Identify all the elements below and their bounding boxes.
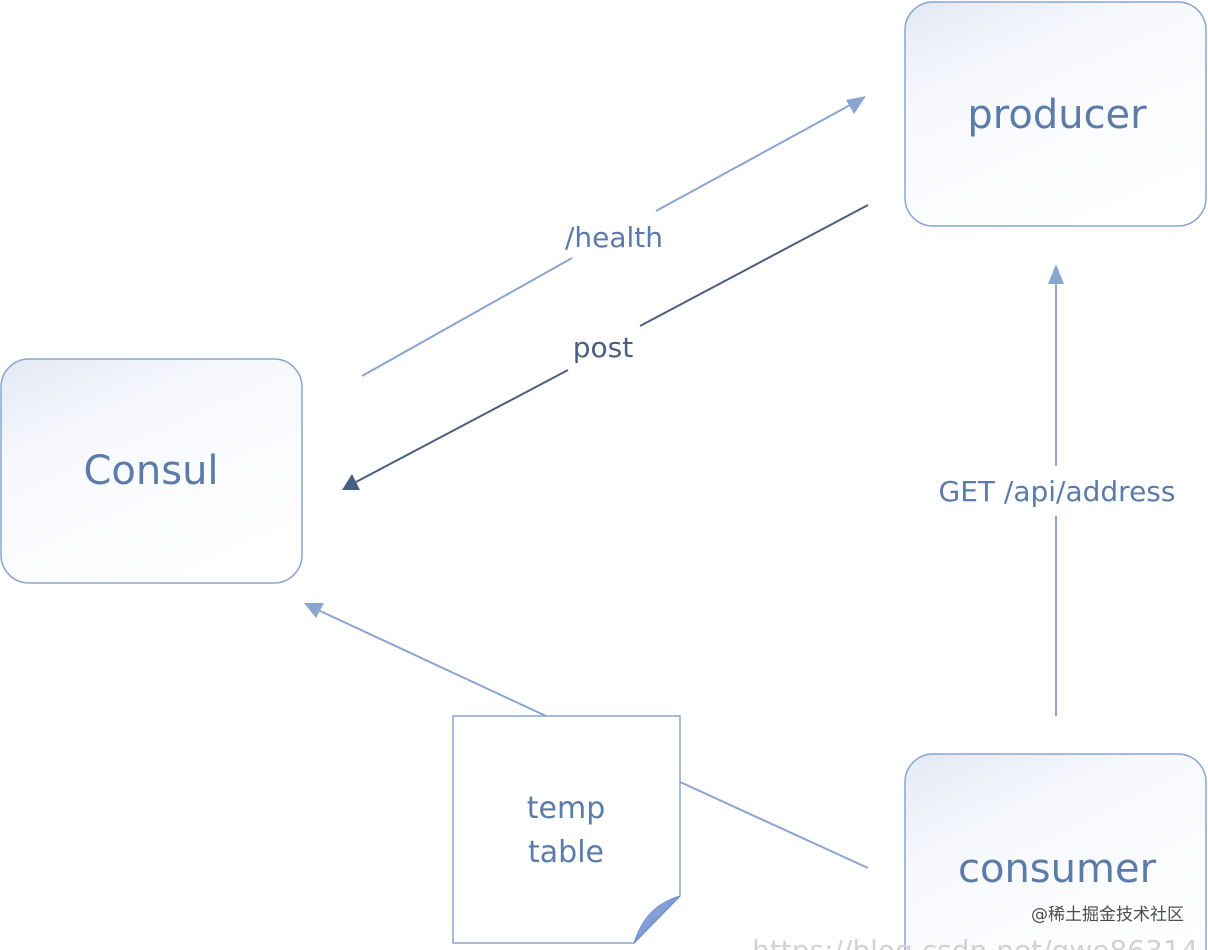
temp-table-fold [633, 895, 681, 944]
health-arrow-line-lower [361, 257, 573, 377]
consul-inbound-arrowhead [304, 603, 324, 618]
temp-table-label-line2: table [528, 835, 604, 870]
temp-to-consul-line [317, 609, 547, 717]
temp-table-note: temp table [452, 715, 681, 944]
consumer-node: consumer [904, 753, 1207, 950]
health-arrow-line-upper [655, 103, 853, 212]
post-arrow-line-lower [355, 369, 569, 483]
get-address-arrowhead [1048, 264, 1064, 284]
post-arrow-line-upper [639, 204, 869, 327]
consul-label: Consul [83, 448, 218, 494]
post-arrowhead [342, 474, 360, 490]
consul-node: Consul [0, 358, 303, 584]
get-address-arrow: GET /api/address [939, 264, 1176, 716]
consumer-label: consumer [958, 846, 1157, 892]
health-arrowhead [846, 96, 866, 114]
producer-node: producer [904, 1, 1207, 227]
consumer-to-temp-line [679, 781, 869, 869]
watermark-url: https://blog.csdn.net/qwe86314 [752, 934, 1198, 950]
get-address-label: GET /api/address [939, 475, 1176, 508]
watermark-site: @稀土掘金技术社区 [1031, 905, 1184, 925]
producer-box [904, 1, 1207, 227]
health-label: /health [565, 221, 663, 254]
post-label: post [573, 331, 633, 364]
consul-box [0, 358, 303, 584]
temp-table-shape [452, 715, 681, 944]
consumer-to-consul-arrow [304, 603, 869, 869]
producer-label: producer [967, 92, 1147, 138]
post-arrow: post [342, 204, 869, 490]
consumer-box [904, 753, 1207, 950]
temp-table-label-line1: temp [527, 791, 606, 826]
health-arrow: /health [361, 96, 866, 377]
